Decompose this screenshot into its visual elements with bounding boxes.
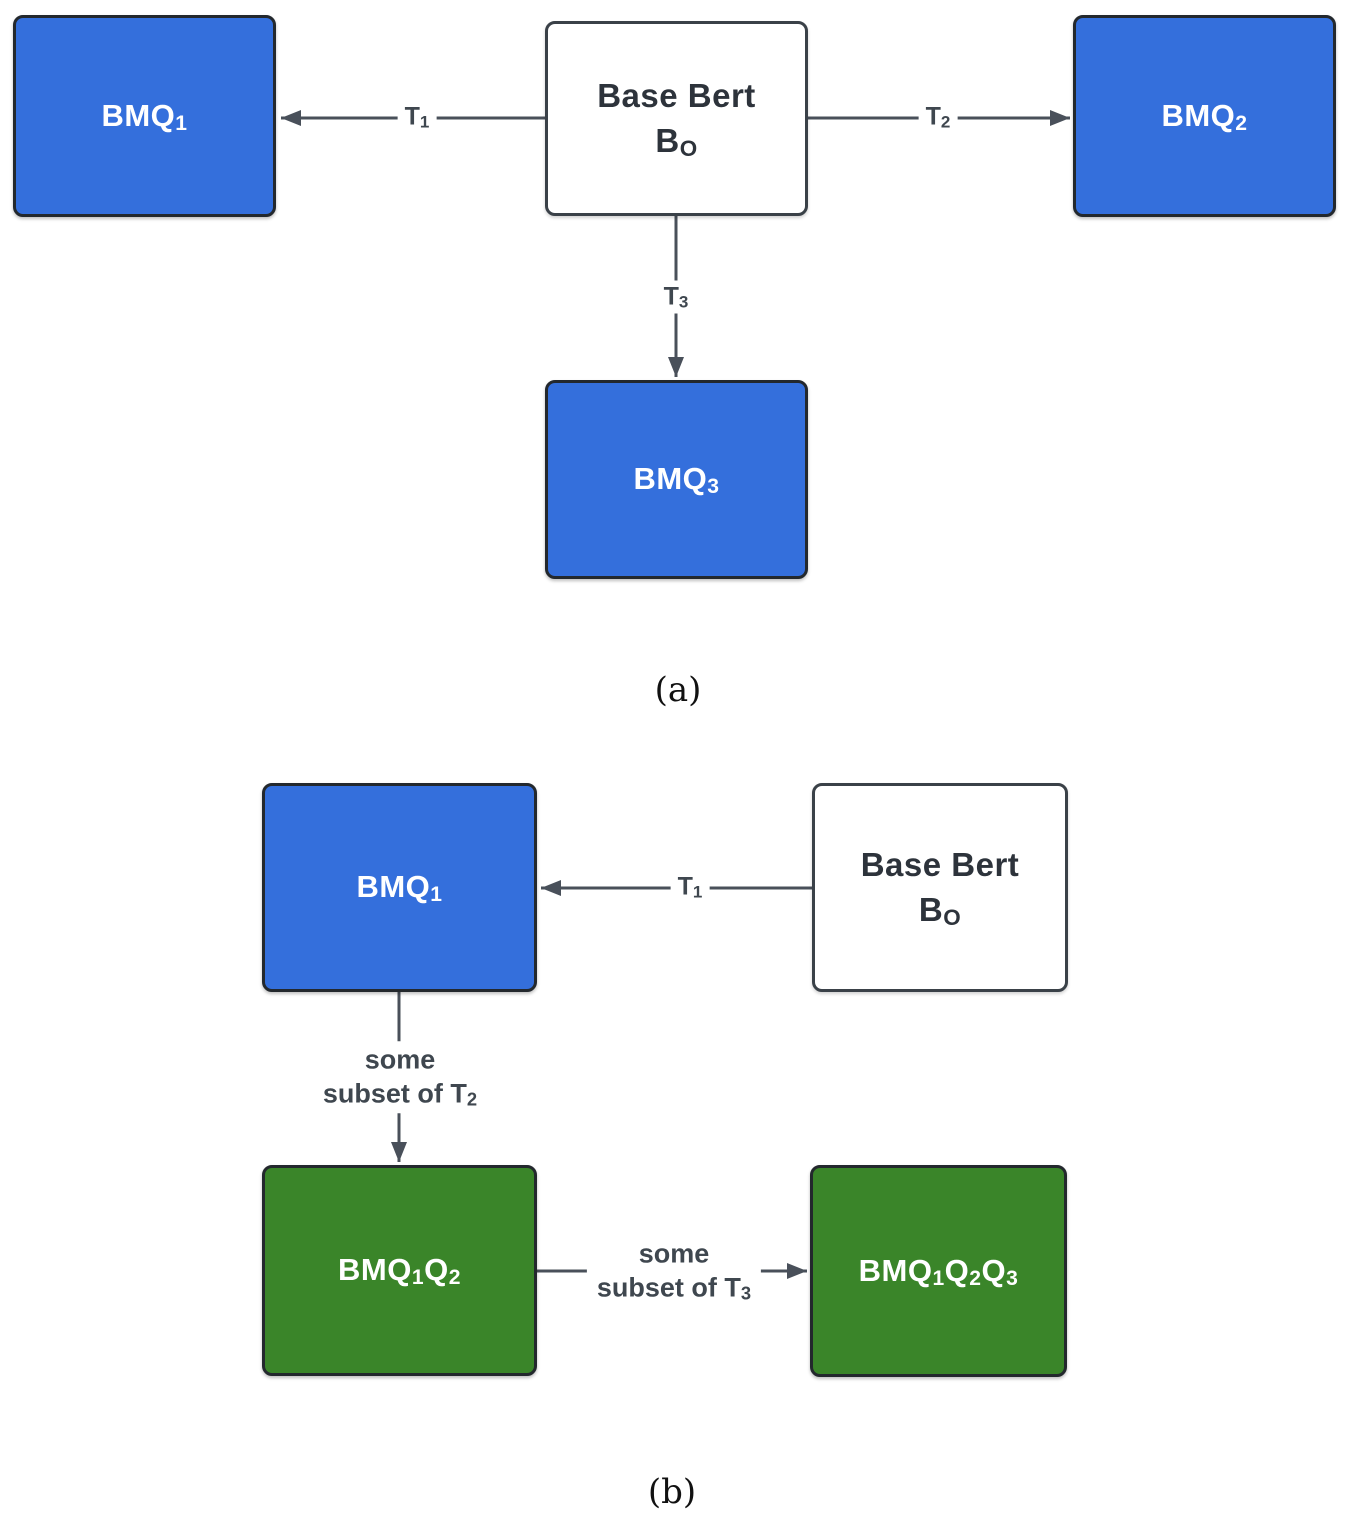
- node-bmq1-b-label: BMQ1: [356, 869, 443, 907]
- node-base-bert-a-label: Base Bert BO: [597, 76, 756, 161]
- node-bmq1-a: BMQ1: [13, 15, 276, 217]
- edge-label-t1-b: T1: [670, 870, 710, 904]
- node-bmq1q2q3-b-label: BMQ1Q2Q3: [858, 1252, 1019, 1290]
- node-base-bert-b-label: Base Bert BO: [860, 845, 1020, 930]
- node-bmq3-a: BMQ3: [545, 380, 808, 579]
- edge-label-subset-t3-b: some subset of T3: [586, 1235, 762, 1307]
- edge-label-t3-a: T3: [656, 280, 696, 314]
- node-bmq1-b: BMQ1: [262, 783, 537, 992]
- edge-label-t2-a: T2: [918, 100, 958, 134]
- node-bmq1q2-b: BMQ1Q2: [262, 1165, 537, 1376]
- caption-b: (b): [647, 1472, 697, 1512]
- node-bmq2-a: BMQ2: [1073, 15, 1336, 217]
- node-bmq2-a-label: BMQ2: [1161, 97, 1248, 135]
- node-bmq1q2q3-b: BMQ1Q2Q3: [810, 1165, 1067, 1377]
- node-base-bert-a: Base Bert BO: [545, 21, 808, 216]
- node-bmq3-a-label: BMQ3: [633, 461, 720, 499]
- node-base-bert-b: Base Bert BO: [812, 783, 1068, 992]
- node-bmq1q2-b-label: BMQ1Q2: [338, 1252, 461, 1290]
- node-bmq1-a-label: BMQ1: [101, 97, 188, 135]
- edge-label-t1-a: T1: [397, 100, 437, 134]
- caption-a: (a): [654, 670, 702, 710]
- edge-label-subset-t2-b: some subset of T2: [312, 1041, 488, 1113]
